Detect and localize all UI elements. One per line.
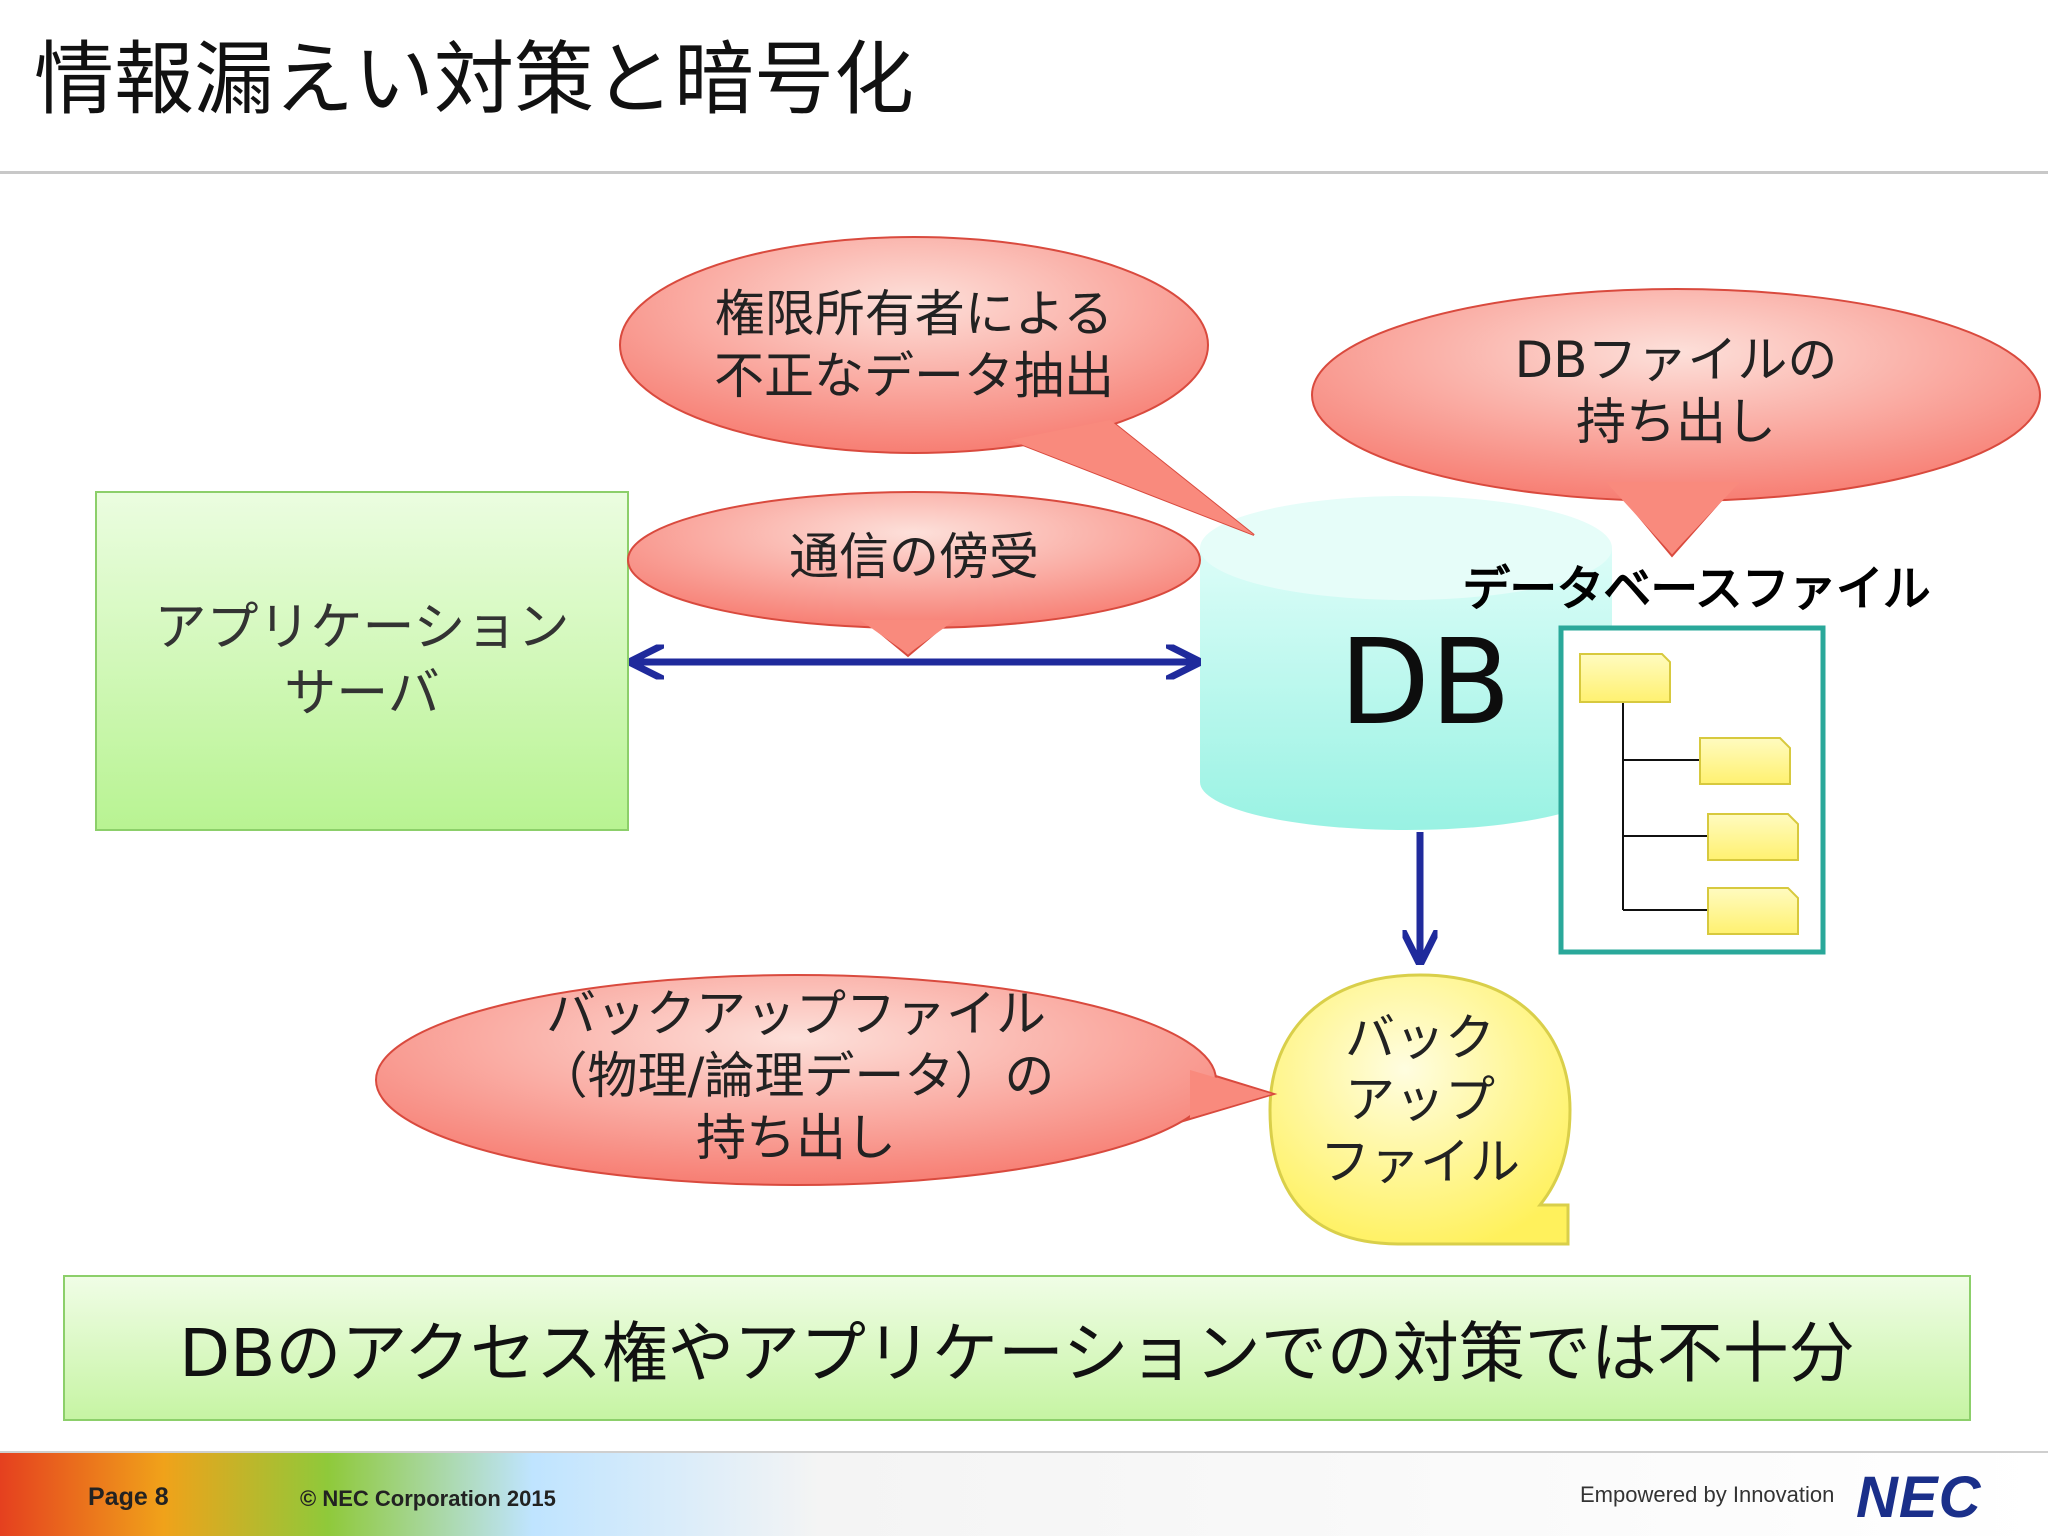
backup-file-shape	[1268, 973, 1572, 1246]
backup-takeout-label: バックアップファイル （物理/論理データ）の 持ち出し	[537, 985, 1055, 1167]
file-icon	[1707, 813, 1799, 861]
db-label: DB	[1339, 613, 1511, 751]
title-divider	[0, 171, 2048, 174]
db-file-tree	[1558, 625, 1826, 955]
page-title: 情報漏えい対策と暗号化	[34, 33, 914, 126]
db-file-label: データベースファイル	[1462, 561, 1931, 617]
footer-band	[0, 1453, 2048, 1536]
page-number: Page 8	[88, 1483, 169, 1511]
backup-file-label: バック アップ ファイル	[1320, 1009, 1520, 1191]
unauthorized-extraction-label: 権限所有者による 不正なデータ抽出	[714, 285, 1114, 405]
summary-box	[63, 1275, 1971, 1421]
copyright: © NEC Corporation 2015	[300, 1486, 556, 1511]
file-icon	[1699, 737, 1791, 785]
summary-text: DBのアクセス権やアプリケーションでの対策では不十分	[179, 1315, 1855, 1392]
app-server-label: アプリケーション サーバ	[154, 598, 570, 724]
db-file-takeout-label: DBファイルの 持ち出し	[1514, 331, 1838, 451]
footer-rule	[0, 1451, 2048, 1453]
db-cylinder	[1200, 496, 1612, 830]
nec-logo: NEC	[1856, 1465, 1982, 1530]
tagline: Empowered by Innovation	[1580, 1482, 1835, 1507]
app-server-box	[95, 491, 629, 831]
file-icon	[1707, 887, 1799, 935]
folder-icon	[1579, 653, 1671, 703]
wiretap-label: 通信の傍受	[789, 528, 1039, 586]
